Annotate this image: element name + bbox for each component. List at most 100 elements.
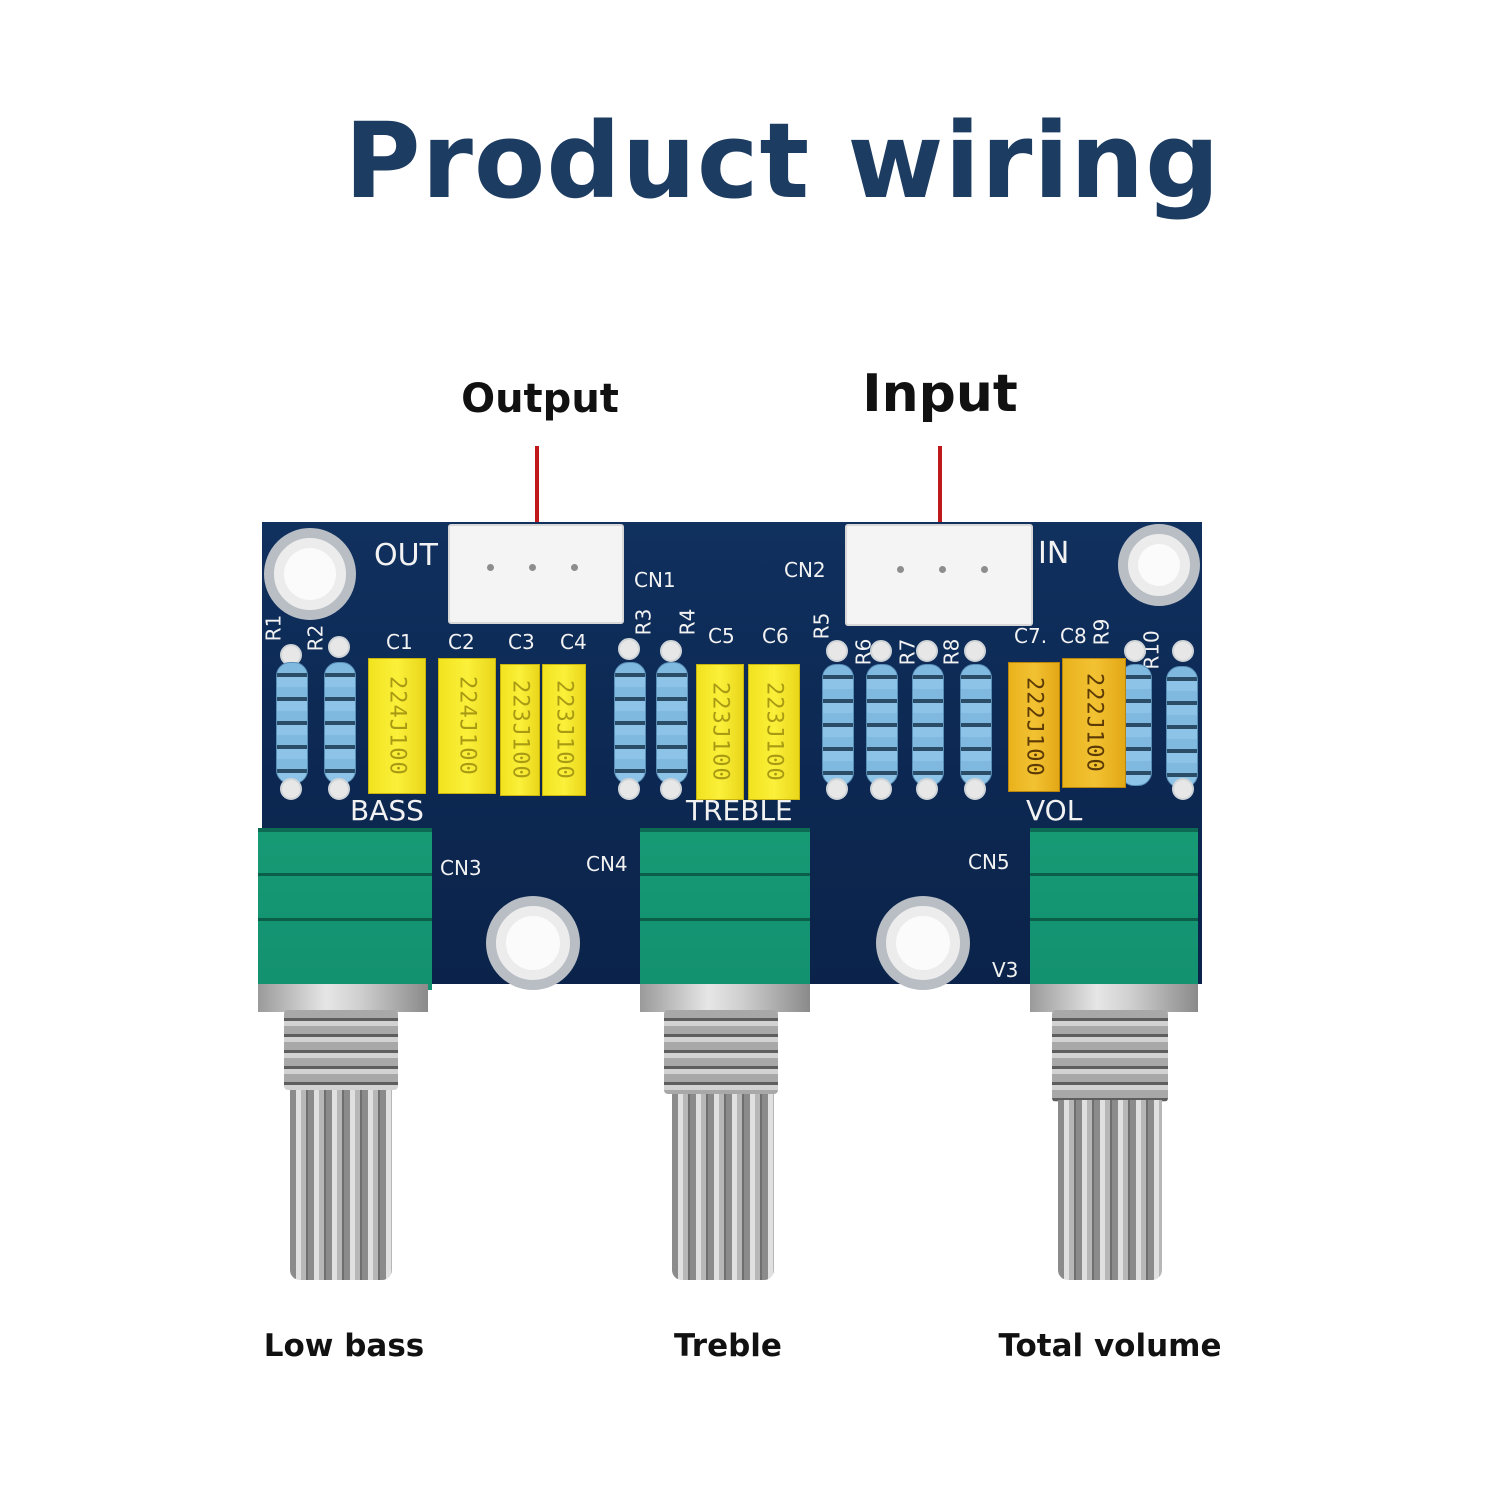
silk-cn4: CN4	[586, 852, 628, 876]
silk-c3: C3	[508, 630, 535, 654]
input-label: Input	[862, 364, 1018, 424]
resistor-pad	[328, 636, 350, 658]
pcb-board: OUT IN CN1 CN2 CN3 CN4 CN5 V3 BASS TREBL…	[261, 522, 1202, 990]
silk-cn1: CN1	[634, 568, 676, 592]
potentiometer-seam	[640, 918, 810, 921]
connector-pin	[487, 564, 494, 571]
mounting-hole-bottom-right	[876, 896, 970, 990]
mounting-hole-top-right	[1118, 524, 1200, 606]
resistor-pad	[916, 778, 938, 800]
capacitor-c5: 223J100	[696, 664, 744, 800]
silk-c8: C8	[1060, 624, 1087, 648]
capacitor-marking: 224J100	[454, 676, 480, 776]
capacitor-marking: 223J100	[707, 682, 733, 782]
capacitor-marking: 223J100	[761, 682, 787, 782]
resistor-pad	[660, 778, 682, 800]
potentiometer-body	[1030, 828, 1198, 990]
silk-r9: R9	[1089, 618, 1114, 646]
resistor-r8	[960, 664, 992, 786]
potentiometer-bass-bushing	[258, 984, 428, 1012]
output-label: Output	[461, 376, 619, 422]
resistor-pad	[1172, 640, 1194, 662]
capacitor-c7: 222J100	[1008, 662, 1060, 792]
resistor-r6	[866, 664, 898, 786]
potentiometer-treble-bushing	[640, 984, 810, 1012]
connector-pin	[897, 566, 904, 573]
page-title: Product wiring	[344, 100, 1221, 222]
silk-cn2: CN2	[784, 558, 826, 582]
capacitor-c6: 223J100	[748, 664, 800, 800]
potentiometer-treble	[640, 828, 810, 990]
potentiometer-seam	[1030, 918, 1198, 921]
resistor-r5	[822, 664, 854, 786]
connector-pin	[529, 564, 536, 571]
input-connector-cn2	[845, 524, 1033, 626]
potentiometer-bass	[258, 828, 432, 990]
capacitor-marking: 222J100	[1021, 677, 1047, 777]
knob-shaft-treble[interactable]	[672, 1094, 774, 1280]
resistor-r7	[912, 664, 944, 786]
connector-pin	[939, 566, 946, 573]
silk-c1: C1	[386, 630, 413, 654]
resistor-pad	[916, 640, 938, 662]
resistor-r4	[656, 662, 688, 784]
capacitor-marking: 223J100	[507, 680, 533, 780]
resistor-pad	[1124, 640, 1146, 662]
resistor-r10	[1166, 666, 1198, 788]
resistor-r2	[324, 662, 356, 784]
potentiometer-volume-thread	[1052, 1010, 1168, 1102]
resistor-pad	[870, 778, 892, 800]
output-connector-cn1	[448, 524, 624, 624]
resistor-pad	[826, 778, 848, 800]
silk-r4: R4	[675, 608, 700, 636]
potentiometer-seam	[1030, 873, 1198, 876]
connector-pin	[981, 566, 988, 573]
resistor-pad	[618, 638, 640, 660]
silk-c4: C4	[560, 630, 587, 654]
silk-c2: C2	[448, 630, 475, 654]
resistor-pad	[826, 640, 848, 662]
resistor-pad	[870, 640, 892, 662]
resistor-pad	[618, 778, 640, 800]
silk-cn3: CN3	[440, 856, 482, 880]
resistor-r3	[614, 662, 646, 784]
silk-r1: R1	[261, 614, 286, 642]
mounting-hole-top-left	[264, 528, 356, 620]
capacitor-c8: 222J100	[1062, 658, 1126, 788]
capacitor-marking: 222J100	[1081, 673, 1107, 773]
silk-c7: C7.	[1014, 624, 1048, 648]
silk-r3: R3	[631, 608, 656, 636]
label-total-volume: Total volume	[998, 1328, 1222, 1364]
resistor-pad	[280, 778, 302, 800]
silk-r5: R5	[809, 612, 834, 640]
silk-v3: V3	[992, 958, 1019, 982]
label-treble: Treble	[674, 1328, 782, 1364]
silk-c6: C6	[762, 624, 789, 648]
potentiometer-seam	[640, 873, 810, 876]
label-low-bass: Low bass	[263, 1328, 425, 1364]
mounting-hole-bottom-left	[486, 896, 580, 990]
resistor-pad	[964, 778, 986, 800]
silk-out: OUT	[374, 538, 438, 573]
resistor-pad	[328, 778, 350, 800]
connector-pin	[571, 564, 578, 571]
knob-shaft-bass[interactable]	[290, 1090, 392, 1280]
input-wire-pointer	[938, 446, 942, 564]
potentiometer-body	[640, 828, 810, 990]
potentiometer-volume-bushing	[1030, 984, 1198, 1012]
capacitor-c2: 224J100	[438, 658, 496, 794]
silk-cn5: CN5	[968, 850, 1010, 874]
knob-shaft-volume[interactable]	[1058, 1100, 1162, 1280]
potentiometer-seam	[258, 873, 432, 876]
capacitor-marking: 223J100	[551, 680, 577, 780]
potentiometer-seam	[258, 918, 432, 921]
silk-bass: BASS	[350, 794, 424, 827]
resistor-pad	[660, 640, 682, 662]
potentiometer-bass-thread	[284, 1010, 398, 1090]
resistor-r1	[276, 662, 308, 784]
potentiometer-treble-thread	[664, 1010, 778, 1094]
potentiometer-volume	[1030, 828, 1198, 990]
resistor-pad	[964, 640, 986, 662]
potentiometer-body	[258, 828, 432, 990]
output-wire-pointer	[535, 446, 539, 564]
